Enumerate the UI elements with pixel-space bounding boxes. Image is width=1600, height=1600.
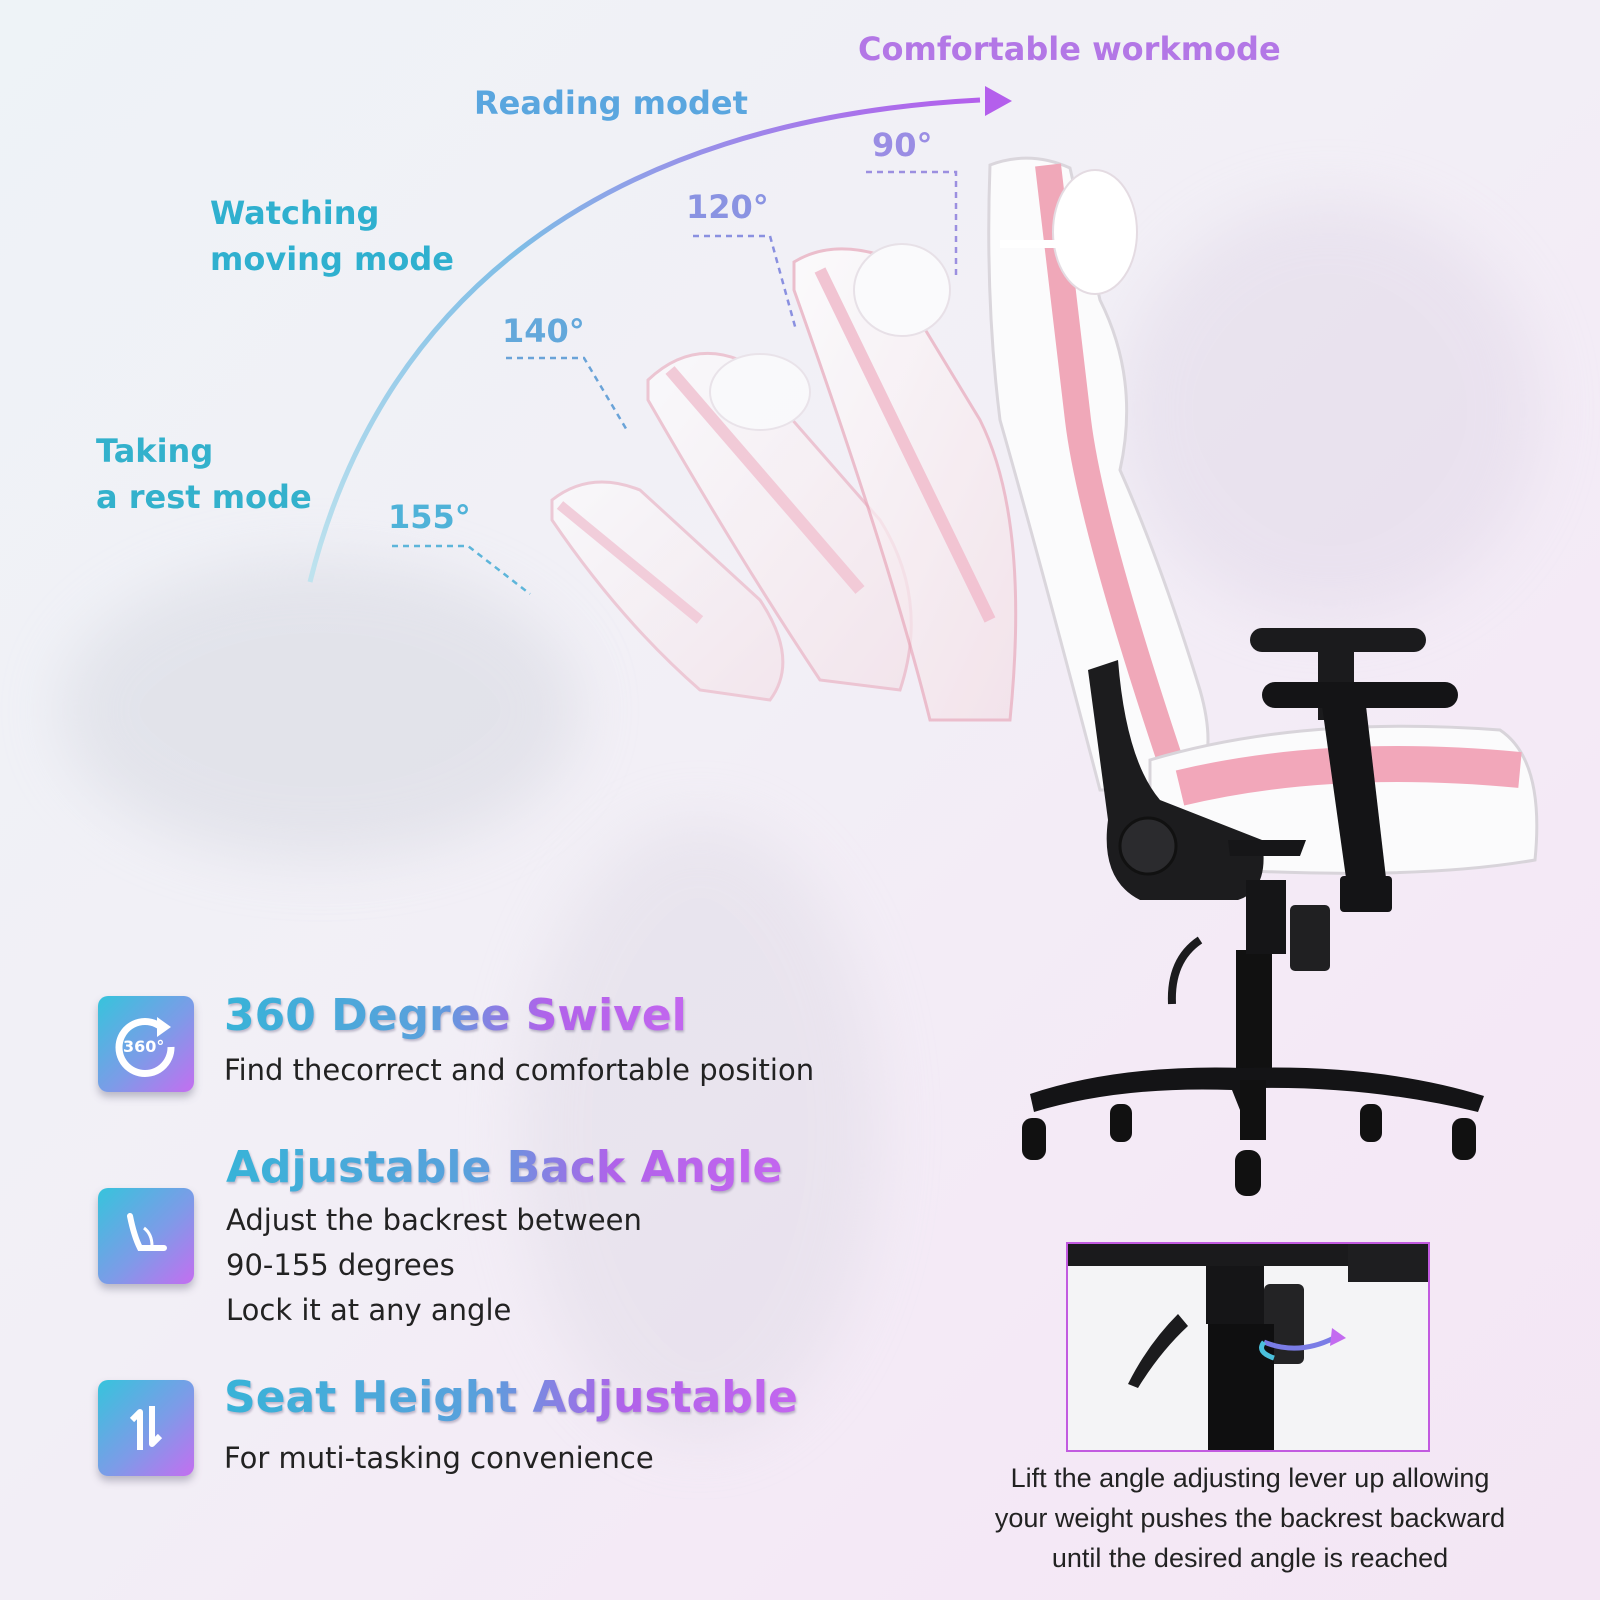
feature-title-part2: Adjustable: [532, 1372, 798, 1423]
ghost-backrest-140: [646, 351, 913, 692]
gas-cylinder: [1236, 950, 1272, 1074]
mode-label-comfortable: Comfortable workmode: [858, 30, 1281, 68]
angle-leader-120: [693, 234, 798, 331]
feature-desc-line: Adjust the backrest between: [226, 1203, 642, 1237]
feature-title-part1: Adjustable: [226, 1142, 507, 1193]
ghost-backrest-155: [550, 480, 785, 702]
feature-title: Adjustable Back Angle: [226, 1142, 782, 1193]
angle-label-120: 120°: [686, 188, 769, 226]
mode-label-watching: Watching moving mode: [210, 190, 454, 282]
angle-leader-155: [392, 544, 531, 595]
feature-desc-line: Lock it at any angle: [226, 1293, 512, 1327]
mode-label-resting: Taking a rest mode: [96, 428, 312, 520]
background-blob: [520, 820, 880, 1440]
ghost-backrest-120: [792, 243, 1018, 722]
feature-title-part2: Back Angle: [506, 1142, 783, 1193]
armrest-front: [1262, 682, 1458, 912]
mode-label-reading: Reading modet: [474, 84, 748, 122]
feature-title-part1: Seat Height: [224, 1372, 533, 1423]
rotation-arrow-icon: [1263, 1335, 1336, 1351]
arrow-head-icon: [985, 86, 1012, 116]
angle-label-155: 155°: [388, 498, 471, 536]
background-blob: [1120, 200, 1540, 620]
feature-title: Seat Height Adjustable: [224, 1372, 798, 1423]
caption-line: until the desired angle is reached: [1051, 1543, 1449, 1573]
feature-title-part2: Swivel: [525, 990, 687, 1041]
casters: [1022, 1104, 1476, 1196]
lever-detail-inset: [1066, 1242, 1430, 1452]
360-icon-text: 360°: [123, 1037, 164, 1056]
angle-label-90: 90°: [872, 126, 933, 164]
feature-title-part1: 360 Degree: [224, 990, 526, 1041]
angle-label-140: 140°: [502, 312, 585, 350]
chair-backrest: [987, 156, 1210, 792]
lever-caption: Lift the angle adjusting lever up allowi…: [990, 1458, 1510, 1578]
feature-desc-line: 90-155 degrees: [226, 1248, 455, 1282]
360-rotate-icon: 360°: [98, 996, 194, 1092]
up-down-arrows-icon: [98, 1380, 194, 1476]
mode-label-resting-line2: a rest mode: [96, 478, 312, 516]
headrest-pillow: [1052, 169, 1138, 295]
angle-leader-90: [866, 170, 958, 278]
feature-desc-line: Find thecorrect and comfortable position: [224, 1053, 815, 1087]
caption-line: your weight pushes the backrest backward: [994, 1503, 1506, 1533]
mode-label-watching-line2: moving mode: [210, 240, 454, 278]
mode-label-resting-line1: Taking: [96, 432, 214, 470]
feature-title: 360 Degree Swivel: [224, 990, 687, 1041]
mode-label-watching-line1: Watching: [210, 194, 380, 232]
caption-line: Lift the angle adjusting lever up allowi…: [1010, 1463, 1490, 1493]
star-base: [1030, 1067, 1484, 1140]
background-blob: [60, 560, 580, 860]
feature-desc-line: For muti-tasking convenience: [224, 1441, 654, 1475]
angle-leader-140: [506, 356, 630, 433]
recline-angle-icon: [98, 1188, 194, 1284]
